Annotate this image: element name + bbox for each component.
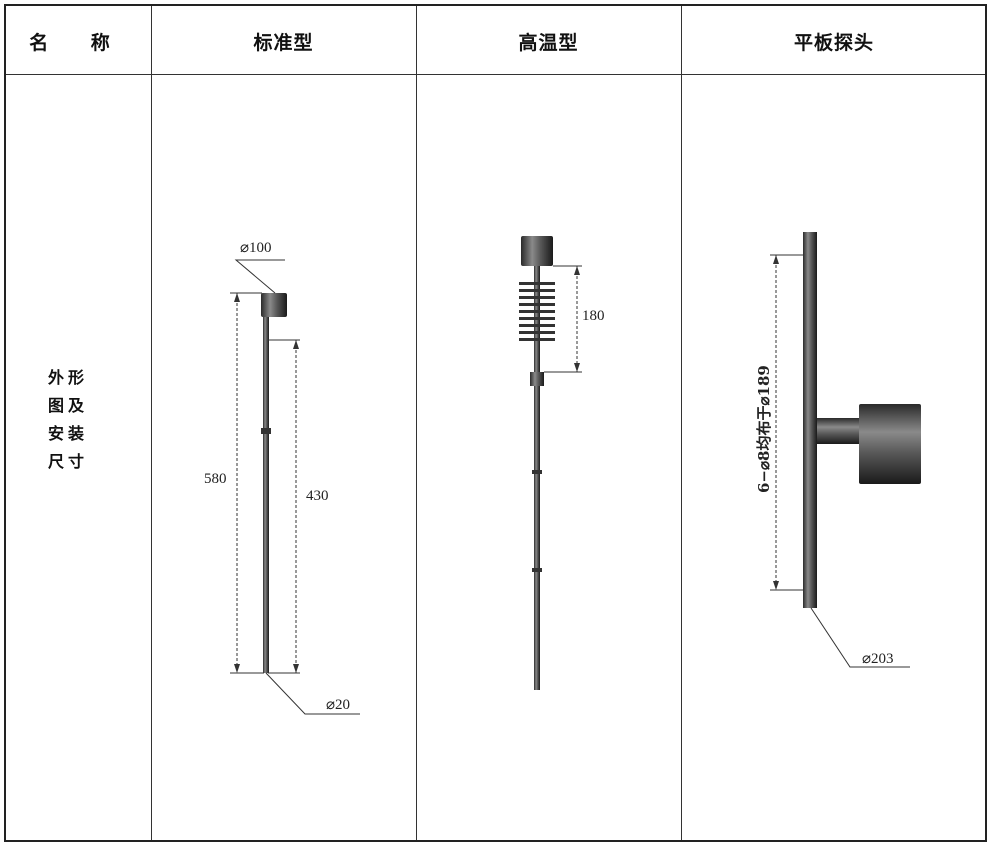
row-label-outline-dimensions: 外形 图及 安装 尺寸 bbox=[48, 364, 108, 476]
diam-bottom-leader bbox=[265, 672, 360, 715]
col-divider-1 bbox=[151, 6, 152, 840]
standard-probe-joint bbox=[261, 428, 271, 434]
col-divider-3 bbox=[681, 6, 682, 840]
hole-note-label: 6−⌀8均布于⌀189 bbox=[755, 365, 773, 493]
row-label-line: 安装 bbox=[48, 424, 89, 443]
high-temp-probe-head bbox=[521, 236, 553, 266]
arrow bbox=[293, 664, 299, 673]
plate-probe-drawing: 6−⌀8均布于⌀189 ⌀203 bbox=[755, 232, 921, 668]
len-430-label: 430 bbox=[306, 488, 329, 504]
header-name: 名 称 bbox=[29, 31, 128, 54]
standard-probe-drawing: ⌀100 580 430 ⌀20 bbox=[204, 240, 360, 715]
high-temp-probe-drawing: 180 bbox=[519, 236, 605, 690]
header-divider bbox=[6, 74, 985, 75]
diam-plate-label: ⌀203 bbox=[862, 651, 894, 667]
plate-probe-stem bbox=[817, 418, 859, 444]
header-high-temp-type: 高温型 bbox=[518, 31, 579, 54]
high-temp-probe-joint bbox=[532, 568, 542, 572]
row-label-line: 尺寸 bbox=[48, 452, 89, 471]
arrow bbox=[234, 664, 240, 673]
arrow bbox=[574, 363, 580, 372]
row-label-line: 图及 bbox=[48, 396, 89, 415]
diam-plate-leader bbox=[810, 607, 910, 668]
arrow bbox=[773, 255, 779, 264]
arrow bbox=[293, 340, 299, 349]
high-temp-probe-rod bbox=[534, 266, 540, 690]
high-temp-probe-collar bbox=[530, 372, 544, 386]
diam-bottom-label: ⌀20 bbox=[326, 697, 350, 713]
high-temp-probe-joint bbox=[532, 470, 542, 474]
arrow bbox=[574, 266, 580, 275]
header-plate-probe: 平板探头 bbox=[793, 31, 874, 54]
plate-probe-housing bbox=[859, 404, 921, 484]
col-divider-2 bbox=[416, 6, 417, 840]
diam-top-leader bbox=[234, 259, 285, 294]
row-label-line: 外形 bbox=[48, 368, 89, 387]
spec-table: 名 称 标准型 高温型 平板探头 bbox=[4, 4, 987, 842]
len-180-label: 180 bbox=[582, 308, 605, 324]
plate-probe-plate bbox=[803, 232, 817, 608]
diam-top-label: ⌀100 bbox=[240, 240, 272, 256]
arrow bbox=[773, 581, 779, 590]
cooling-fins bbox=[519, 282, 555, 341]
arrow bbox=[234, 293, 240, 302]
standard-probe-head bbox=[261, 293, 287, 317]
len-580-label: 580 bbox=[204, 471, 227, 487]
standard-probe-rod bbox=[263, 317, 269, 673]
header-standard-type: 标准型 bbox=[253, 31, 314, 54]
